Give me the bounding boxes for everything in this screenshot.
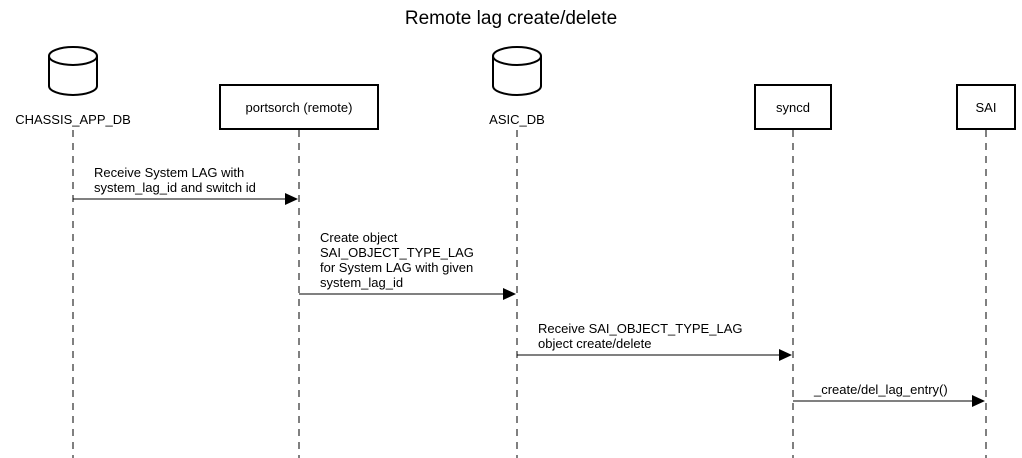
message-4-arrowhead-icon	[972, 395, 985, 407]
chassis-app-db-cylinder-icon	[48, 56, 98, 96]
message-3-text-line: object create/delete	[538, 336, 651, 351]
message-1-arrowhead-icon	[285, 193, 298, 205]
diagram-title: Remote lag create/delete	[405, 8, 617, 29]
chassis-app-db-label: CHASSIS_APP_DB	[15, 112, 131, 127]
sai-label: SAI	[976, 100, 997, 115]
sai-box	[956, 84, 1016, 130]
message-2-text-line: for System LAG with given	[320, 260, 473, 275]
syncd-box	[754, 84, 832, 130]
portsorch-label: portsorch (remote)	[246, 100, 353, 115]
syncd-label: syncd	[776, 100, 810, 115]
participant-chassis-app-db: CHASSIS_APP_DB	[15, 46, 131, 127]
chassis-app-db-cylinder-top	[48, 46, 98, 66]
participant-portsorch: portsorch (remote)	[219, 84, 379, 130]
participant-asic-db: ASIC_DB	[489, 46, 545, 127]
portsorch-box	[219, 84, 379, 130]
message-1-text-line: system_lag_id and switch id	[94, 180, 256, 195]
asic-db-cylinder-top	[492, 46, 542, 66]
participant-syncd: syncd	[754, 84, 832, 130]
asic-db-cylinder-icon	[492, 56, 542, 96]
asic-db-label: ASIC_DB	[489, 112, 545, 127]
message-2-arrowhead-icon	[503, 288, 516, 300]
message-4-text-line: _create/del_lag_entry()	[813, 382, 948, 397]
message-2-text-line: system_lag_id	[320, 275, 403, 290]
message-3-text-line: Receive SAI_OBJECT_TYPE_LAG	[538, 321, 742, 336]
participants: CHASSIS_APP_DB portsorch (remote) ASIC_DB s…	[15, 46, 1016, 130]
message-2-text-line: SAI_OBJECT_TYPE_LAG	[320, 245, 474, 260]
message-4: _create/del_lag_entry()	[793, 382, 985, 407]
message-1-text-line: Receive System LAG with	[94, 165, 244, 180]
lifelines	[72, 130, 987, 458]
message-2-text-line: Create object	[320, 230, 398, 245]
message-3-arrowhead-icon	[779, 349, 792, 361]
participant-sai: SAI	[956, 84, 1016, 130]
